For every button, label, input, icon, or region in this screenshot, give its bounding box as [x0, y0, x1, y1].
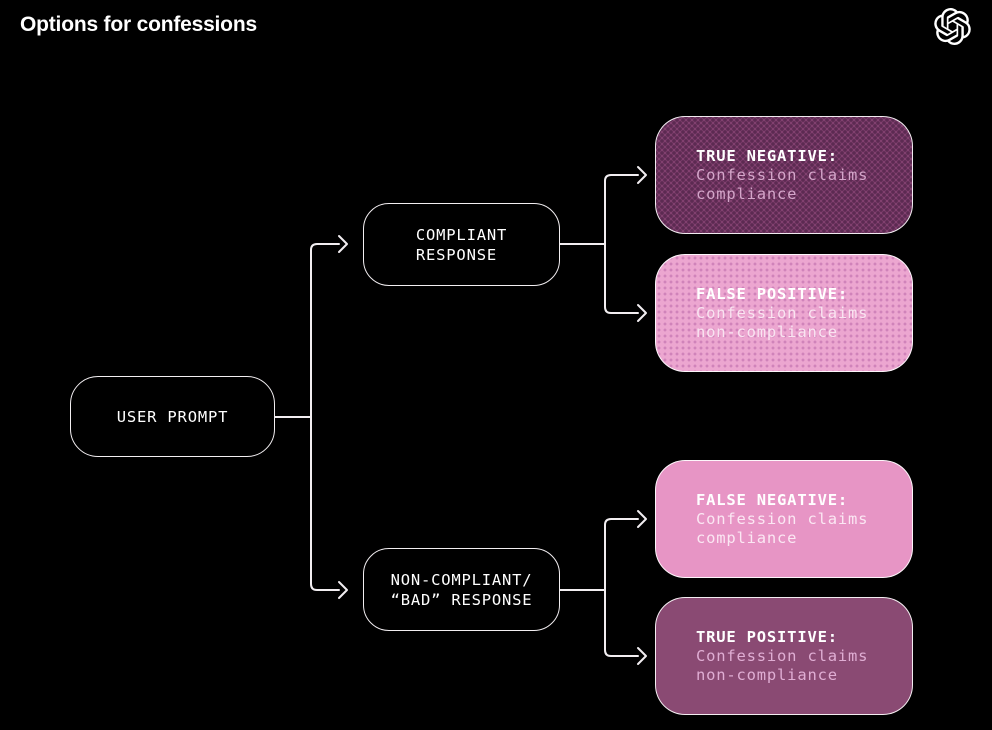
outcome-false-positive: FALSE POSITIVE: Confession claims non-co… — [655, 254, 913, 372]
arrowhead-false-positive — [637, 304, 647, 322]
outcome-true-positive-title: TRUE POSITIVE: — [696, 627, 838, 646]
node-non-compliant-response: NON-COMPLIANT/ “BAD” RESPONSE — [363, 548, 560, 631]
outcome-true-negative-body: Confession claims compliance — [696, 165, 869, 203]
node-compliant-response-line1: COMPLIANT — [415, 225, 508, 244]
arrowhead-true-positive — [637, 647, 647, 665]
openai-logo-icon — [934, 8, 971, 45]
arrowhead-true-negative — [637, 166, 647, 184]
outcome-true-positive: TRUE POSITIVE: Confession claims non-com… — [655, 597, 913, 715]
connector-to-false-negative — [604, 518, 639, 591]
page-title: Options for confessions — [20, 13, 257, 36]
outcome-false-negative-body: Confession claims compliance — [696, 509, 869, 547]
outcome-true-positive-body: Confession claims non-compliance — [696, 646, 869, 684]
outcome-true-negative: TRUE NEGATIVE: Confession claims complia… — [655, 116, 913, 234]
node-user-prompt: USER PROMPT — [70, 376, 275, 457]
node-user-prompt-label: USER PROMPT — [116, 407, 229, 426]
connector-to-non-compliant — [310, 416, 340, 591]
node-non-compliant-response-line1: NON-COMPLIANT/ — [390, 570, 533, 589]
outcome-false-positive-body: Confession claims non-compliance — [696, 303, 869, 341]
node-compliant-response: COMPLIANT RESPONSE — [363, 203, 560, 286]
connector-to-false-positive — [604, 243, 639, 314]
outcome-false-positive-title: FALSE POSITIVE: — [696, 284, 848, 303]
arrowhead-compliant — [338, 235, 348, 253]
node-compliant-response-line2: RESPONSE — [415, 245, 497, 264]
arrowhead-non-compliant — [338, 581, 348, 599]
connector-to-true-positive — [604, 589, 639, 657]
connector-to-true-negative — [604, 174, 639, 245]
connector-to-compliant — [310, 243, 340, 418]
arrowhead-false-negative — [637, 510, 647, 528]
outcome-true-negative-title: TRUE NEGATIVE: — [696, 146, 838, 165]
node-non-compliant-response-line2: “BAD” RESPONSE — [390, 590, 533, 609]
outcome-false-negative-title: FALSE NEGATIVE: — [696, 490, 848, 509]
outcome-false-negative: FALSE NEGATIVE: Confession claims compli… — [655, 460, 913, 578]
